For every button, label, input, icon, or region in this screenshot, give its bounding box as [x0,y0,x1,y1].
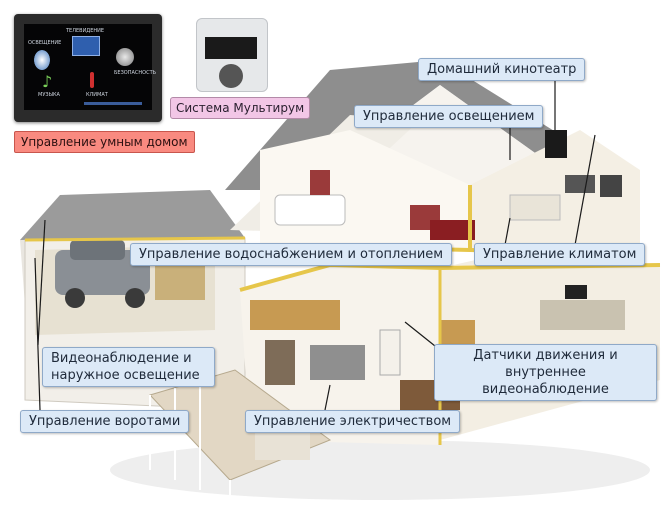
thermometer-icon [90,72,94,88]
leader-lines [34,80,596,411]
callout-cctv: Видеонаблюдение и наружное освещение [42,347,215,387]
callout-motion-line1: Датчики движения и [473,348,618,363]
panel-tv-label: ТЕЛЕВИДЕНИЕ [66,28,105,34]
remote-screen [205,37,257,59]
tv-icon [72,36,100,56]
callout-motion: Датчики движения и внутреннее видеонаблю… [434,344,657,401]
callout-gates: Управление воротами [20,410,190,433]
deck [149,369,332,500]
multiroom-remote [196,18,268,92]
panel-security-label: БЕЗОПАСНОСТЬ [114,70,157,76]
callout-cctv-line1: Видеонаблюдение и [51,351,192,366]
panel-screen: ТЕЛЕВИДЕНИЕ ОСВЕЩЕНИЕ БЕЗОПАСНОСТЬ МУЗЫК… [24,24,156,110]
panel-light-label: ОСВЕЩЕНИЕ [28,40,62,46]
panel-climate-label: КЛИМАТ [86,92,108,98]
callout-cctv-line2: наружное освещение [51,368,200,383]
callout-water-heating: Управление водоснабжением и отоплением [130,243,453,266]
bulb-icon [34,50,50,70]
callout-electricity: Управление электричеством [245,410,461,433]
multiroom-tag: Система Мультирум [170,97,311,119]
car [55,240,150,308]
callout-motion-line2: внутреннее видеонаблюдение [482,365,609,397]
lock-icon [116,48,134,66]
smart-home-tag: Управление умным домом [14,131,195,153]
callout-lighting: Управление освещением [354,105,544,128]
panel-music-label: МУЗЫКА [38,92,60,98]
slider-bar [84,102,142,105]
music-note-icon: ♪ [42,72,53,91]
callout-climate: Управление климатом [474,243,646,266]
remote-wheel [219,64,243,88]
callout-home-theater: Домашний кинотеатр [418,58,586,81]
